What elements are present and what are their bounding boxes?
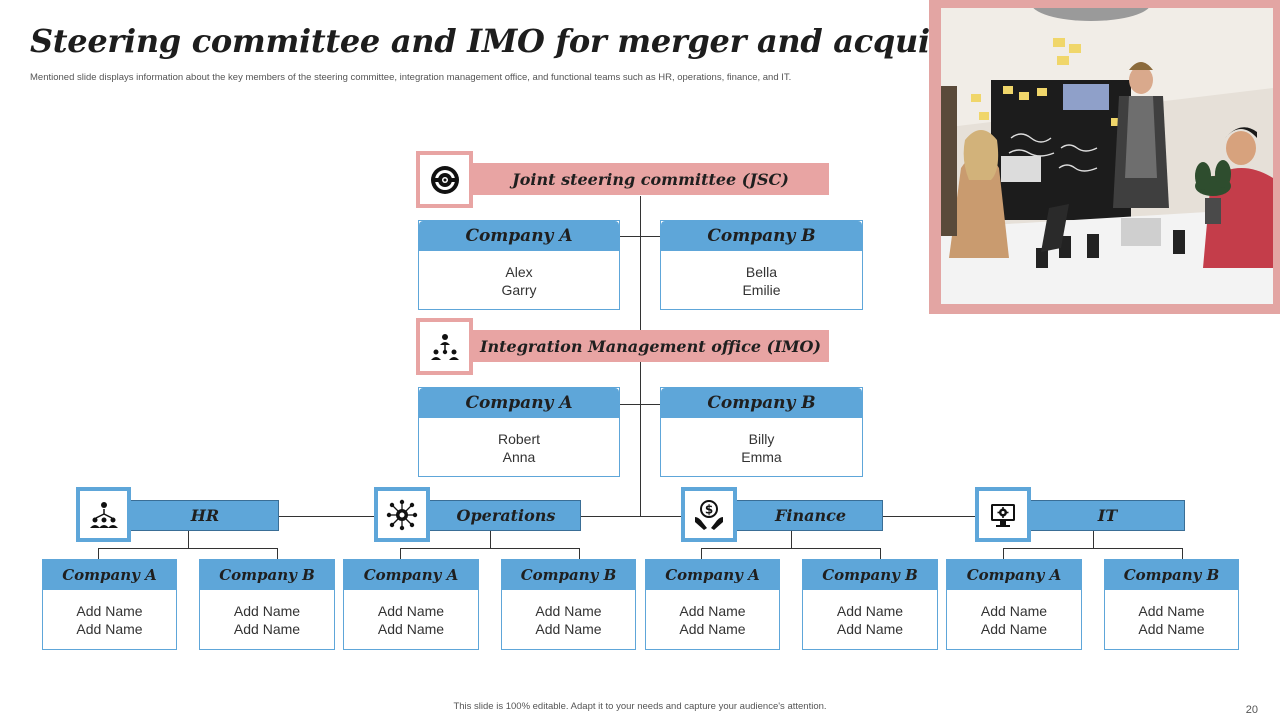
member-name: Add Name	[980, 603, 1048, 619]
company-header: Company B	[502, 560, 635, 590]
member-name: Add Name	[679, 603, 746, 619]
it-bar: IT	[1004, 500, 1185, 531]
imo-icon-box	[416, 318, 473, 375]
member-name: Add Name	[76, 621, 143, 637]
it-icon-box	[975, 487, 1031, 542]
hr-company-a-card: Company A Add Name Add Name	[42, 559, 177, 650]
imo-company-b-card: Company B Billy Emma	[660, 387, 863, 477]
hr-split	[98, 548, 278, 549]
it-split	[1003, 548, 1183, 549]
member-name: Add Name	[76, 603, 143, 619]
member-name: Add Name	[980, 621, 1048, 637]
company-header: Company A	[344, 560, 478, 590]
svg-text:$: $	[705, 502, 713, 516]
ops-stem	[490, 531, 491, 548]
hr-icon-box	[76, 487, 131, 542]
company-header: Company A	[419, 388, 619, 418]
jsc-right-branch	[640, 236, 661, 237]
finance-bar: Finance	[712, 500, 883, 531]
imo-company-a-card: Company A Robert Anna	[418, 387, 620, 477]
operations-bar: Operations	[405, 500, 581, 531]
member-name: Bella	[745, 264, 778, 280]
company-header: Company B	[1105, 560, 1238, 590]
member-name: Anna	[502, 449, 536, 465]
member-name: Add Name	[377, 603, 445, 619]
it-drop-a	[1003, 548, 1004, 559]
company-header: Company A	[43, 560, 176, 590]
member-name: Add Name	[836, 621, 904, 637]
imo-right-branch	[640, 404, 661, 405]
ops-drop-a	[400, 548, 401, 559]
fin-drop-b	[880, 548, 881, 559]
member-name: Add Name	[233, 603, 301, 619]
hr-drop-a	[98, 548, 99, 559]
gear-network-icon	[386, 499, 418, 530]
company-header: Company B	[661, 388, 862, 418]
people-group-icon	[89, 501, 118, 528]
finance-company-a-card: Company A Add Name Add Name	[645, 559, 780, 650]
slide-subtitle: Mentioned slide displays information abo…	[30, 72, 792, 83]
fin-drop-a	[701, 548, 702, 559]
jsc-company-b-card: Company B Bella Emilie	[660, 220, 863, 310]
member-name: Billy	[748, 431, 775, 447]
member-name: Add Name	[1138, 621, 1205, 637]
member-name: Add Name	[1138, 603, 1205, 619]
team-network-icon	[430, 333, 459, 360]
hr-company-b-card: Company B Add Name Add Name	[199, 559, 335, 650]
jsc-bar: Joint steering committee (JSC)	[452, 163, 829, 195]
member-name: Add Name	[535, 603, 602, 619]
member-name: Emilie	[742, 282, 781, 298]
it-label: IT	[1097, 506, 1118, 525]
it-company-a-card: Company A Add Name Add Name	[946, 559, 1082, 650]
member-name: Alex	[505, 264, 533, 280]
page-number: 20	[1245, 704, 1258, 716]
company-header: Company A	[646, 560, 779, 590]
member-name: Add Name	[377, 621, 445, 637]
hr-bar: HR	[105, 500, 279, 531]
company-header: Company B	[661, 221, 862, 251]
fin-split	[701, 548, 881, 549]
jsc-left-branch	[619, 236, 640, 237]
operations-label: Operations	[456, 506, 556, 525]
imo-bar: Integration Management office (IMO)	[452, 330, 829, 362]
fin-stem	[791, 531, 792, 548]
hr-label: HR	[190, 506, 220, 525]
finance-label: Finance	[775, 506, 846, 525]
hr-stem	[188, 531, 189, 548]
imo-label: Integration Management office (IMO)	[480, 336, 821, 356]
it-drop-b	[1182, 548, 1183, 559]
company-header: Company A	[947, 560, 1081, 590]
slide-title: Steering committee and IMO for merger an…	[30, 22, 1030, 60]
member-name: Add Name	[535, 621, 602, 637]
meeting-photo	[941, 8, 1273, 304]
member-name: Emma	[741, 449, 782, 465]
footer-note: This slide is 100% editable. Adapt it to…	[453, 701, 827, 712]
operations-company-a-card: Company A Add Name Add Name	[343, 559, 479, 650]
company-header: Company A	[419, 221, 619, 251]
dollar-hands-icon: $	[695, 499, 723, 530]
member-name: Garry	[501, 282, 537, 298]
operations-company-b-card: Company B Add Name Add Name	[501, 559, 636, 650]
company-header: Company B	[200, 560, 334, 590]
steering-wheel-icon	[430, 165, 459, 194]
hr-drop-b	[277, 548, 278, 559]
ops-drop-b	[579, 548, 580, 559]
teams-horizontal-line	[278, 516, 976, 517]
member-name: Add Name	[836, 603, 904, 619]
finance-company-b-card: Company B Add Name Add Name	[802, 559, 938, 650]
jsc-icon-box	[416, 151, 473, 208]
imo-left-branch	[619, 404, 640, 405]
company-header: Company B	[803, 560, 937, 590]
jsc-label: Joint steering committee (JSC)	[512, 169, 789, 189]
jsc-company-a-card: Company A Alex Garry	[418, 220, 620, 310]
it-stem	[1093, 531, 1094, 548]
finance-icon-box: $	[681, 487, 737, 542]
it-company-b-card: Company B Add Name Add Name	[1104, 559, 1239, 650]
member-name: Add Name	[679, 621, 746, 637]
ops-split	[400, 548, 580, 549]
monitor-gear-icon	[991, 503, 1015, 527]
member-name: Add Name	[233, 621, 301, 637]
member-name: Robert	[497, 431, 541, 447]
operations-icon-box	[374, 487, 430, 542]
